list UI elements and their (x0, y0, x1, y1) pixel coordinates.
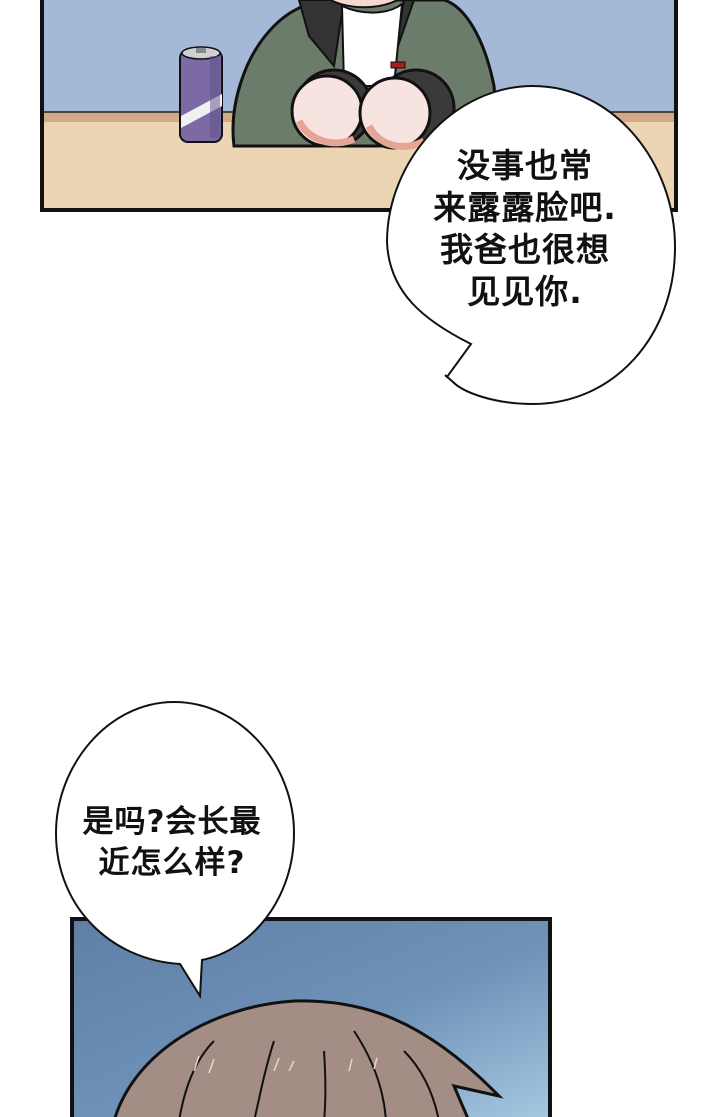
hair-icon (113, 999, 504, 1117)
speech-bubble-1 (385, 84, 677, 406)
speech-bubble-2-text: 是吗?会长最 近怎么样? (82, 804, 262, 881)
fist-left-icon (290, 74, 364, 148)
panel-top-artwork (44, 0, 674, 208)
comic-panel-top (40, 0, 678, 212)
speech-bubble-1-text: 没事也常 来露露脸吧. 我爸也很想 见见你. (433, 146, 617, 311)
soda-can-icon (179, 46, 223, 143)
speech-bubble-2 (54, 700, 296, 1000)
